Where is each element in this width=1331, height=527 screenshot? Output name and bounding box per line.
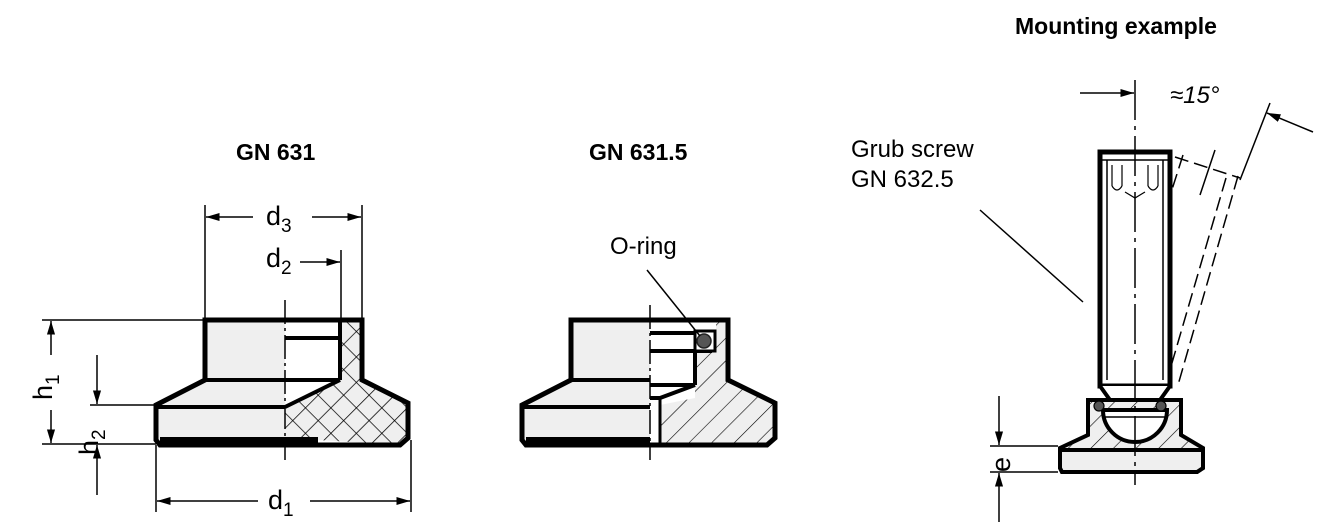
dim-d3: d3 (266, 201, 292, 237)
gn631-title: GN 631 (236, 139, 316, 165)
tilt-angle-label: ≈15° (1170, 82, 1220, 109)
gn6315-drawing (519, 269, 778, 460)
oring-icon (696, 333, 712, 349)
dim-d2: d2 (266, 243, 292, 279)
mounting-drawing (979, 80, 1314, 522)
dim-e: e (986, 456, 1016, 472)
dim-h2: h2 (74, 429, 110, 455)
dim-d1: d1 (268, 485, 294, 521)
gn631-drawing (42, 205, 412, 512)
grub-screw-callout-line2: GN 632.5 (851, 166, 954, 193)
grub-screw-callout-line1: Grub screw (851, 136, 974, 163)
gn6315-title: GN 631.5 (589, 139, 688, 165)
dim-h1: h1 (28, 374, 64, 400)
mounting-title: Mounting example (1015, 13, 1217, 39)
oring-callout: O-ring (610, 233, 677, 260)
